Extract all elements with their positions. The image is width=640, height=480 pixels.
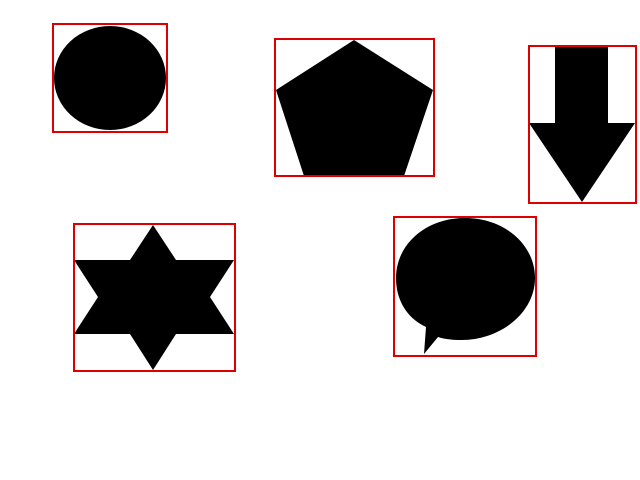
pentagon-shape xyxy=(276,40,433,176)
six-point-star-shape xyxy=(74,225,234,370)
circle-shape xyxy=(54,26,166,130)
circle-group xyxy=(52,23,168,133)
pentagon-bounding-box xyxy=(274,38,435,177)
circle-bounding-box xyxy=(52,23,168,133)
six-point-star-bounding-box xyxy=(73,223,236,372)
speech-bubble-shape xyxy=(396,218,535,354)
down-arrow-group xyxy=(528,45,637,204)
down-arrow-shape xyxy=(529,47,635,202)
speech-bubble-group xyxy=(393,216,537,357)
pentagon-group xyxy=(274,38,435,177)
speech-bubble-bounding-box xyxy=(393,216,537,357)
down-arrow-bounding-box xyxy=(528,45,637,204)
six-point-star-group xyxy=(73,223,236,372)
